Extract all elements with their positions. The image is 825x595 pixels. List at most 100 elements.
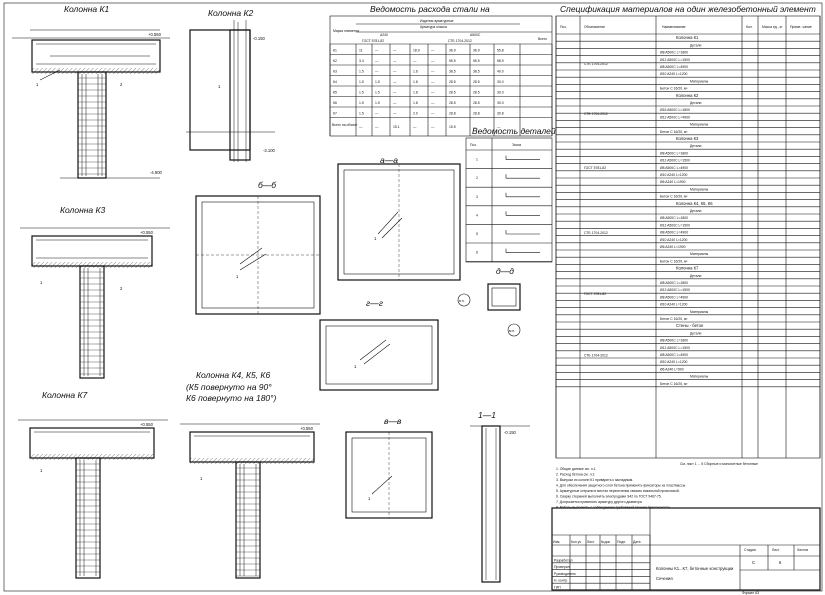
steel-col-mark: Марка элемента bbox=[333, 29, 359, 33]
spec-table-title: Спецификация материалов на один железобе… bbox=[560, 4, 816, 14]
column-k4-drawing: Колонна К4, К5, К6 (К5 повернуто на 90° … bbox=[180, 370, 320, 579]
spec-item: Ø16 A500C L=1800 bbox=[660, 108, 690, 112]
spec-group-header: Колонна К1 bbox=[676, 35, 699, 40]
spec-sub: Детали bbox=[690, 144, 701, 148]
steel-col-a240: A240 bbox=[380, 33, 388, 37]
elev-k7-top: +0.550 bbox=[140, 422, 154, 427]
steel-total-label: Всего на объект bbox=[332, 123, 358, 127]
steel-col-gost: ГОСТ 5781-82 bbox=[362, 39, 384, 43]
section-vv-lower-title: в—в bbox=[384, 416, 402, 426]
spec-item: Ø8 A500C L=1800 bbox=[660, 339, 688, 343]
column-k2-drawing: Колонна К2 -0.150 -3.100 1 bbox=[186, 8, 276, 162]
stamp-role: Руководитель bbox=[554, 572, 576, 576]
steel-cell: 1.8 bbox=[413, 101, 418, 105]
detail-pos: 3 bbox=[476, 195, 478, 199]
k4-mark-1: 1 bbox=[200, 476, 203, 481]
note-line: 6. Сварку стержней выполнять электродами… bbox=[556, 495, 662, 499]
k2-mark-1: 1 bbox=[218, 84, 221, 89]
spec-item: Ø8 A500C L=4900 bbox=[660, 353, 688, 357]
bb-mark-1: 1 bbox=[236, 274, 239, 279]
steel-col-stb: СТБ 1704-2012 bbox=[448, 39, 472, 43]
spec-item: Ø12 A500C L=4900 bbox=[660, 115, 690, 119]
steel-cell: К3 bbox=[333, 70, 337, 74]
steel-cell: — bbox=[431, 112, 435, 116]
spec-item: Ø8 A500C L=4900 bbox=[660, 65, 688, 69]
stamp-col: Дата bbox=[633, 540, 641, 544]
vv-mark-1: 1 bbox=[354, 364, 357, 369]
steel-cell: 28.8 bbox=[449, 112, 456, 116]
section-bb-drawing: б—б 1 bbox=[195, 180, 321, 315]
column-k7-drawing: Колонна К7 +0.550 1 bbox=[18, 390, 168, 579]
spec-designation: СТБ 1704-2012 bbox=[584, 353, 608, 357]
steel-cell: — bbox=[393, 91, 397, 95]
general-notes: 1. Общие данные см. л.1.2. Расход бетона… bbox=[556, 467, 686, 510]
k7-mark-1: 1 bbox=[40, 468, 43, 473]
elev-k3-top: +0.550 bbox=[140, 230, 154, 235]
steel-total-cell: 15.1 bbox=[393, 125, 400, 129]
steel-total-cell: — bbox=[359, 125, 363, 129]
steel-cell: — bbox=[431, 80, 435, 84]
stamp-role: ГИП bbox=[554, 586, 561, 590]
steel-cell: 1.5 bbox=[375, 101, 380, 105]
spec-item: Ø12 A500C L=1500 bbox=[660, 346, 690, 350]
stamp-role: Проверил bbox=[554, 565, 570, 569]
steel-cell: — bbox=[431, 101, 435, 105]
column-k1-drawing: Колонна К1 +0.550 -4.900 2 1 bbox=[12, 4, 170, 179]
detail-pos: 1 bbox=[476, 158, 478, 162]
steel-cell: 30.0 bbox=[497, 80, 504, 84]
spec-group-header: Стены - бетон bbox=[676, 323, 704, 328]
note-line: 3. Выпуски из колонн К1 приварить к закл… bbox=[556, 478, 633, 482]
vv-lower-mark-1: 1 bbox=[368, 496, 371, 501]
k7-title: Колонна К7 bbox=[42, 390, 88, 400]
k1-title: Колонна К1 bbox=[64, 4, 110, 14]
steel-cell: — bbox=[375, 70, 379, 74]
steel-cell: — bbox=[393, 101, 397, 105]
stamp-role: Разработал bbox=[554, 558, 572, 562]
steel-cell: 18.9 bbox=[413, 49, 420, 53]
spec-table: Спецификация материалов на один железобе… bbox=[555, 4, 821, 466]
detail-pos: 4 bbox=[476, 213, 478, 217]
sheet-border bbox=[3, 2, 823, 592]
stamp-stage-val: С bbox=[752, 560, 755, 565]
steel-cell: 2.0 bbox=[413, 112, 418, 116]
spec-col-designation: Обозначение bbox=[584, 25, 605, 29]
steel-cell: 1.8 bbox=[413, 80, 418, 84]
k1-mark-2: 2 bbox=[120, 82, 123, 87]
steel-cell: — bbox=[431, 70, 435, 74]
steel-cell: К5 bbox=[333, 91, 337, 95]
steel-total-cell: 15.5 bbox=[449, 125, 456, 129]
spec-col-name: Наименование bbox=[662, 25, 686, 29]
spec-mat: Материалы bbox=[690, 310, 709, 314]
note-line: 1. Общие данные см. л.1. bbox=[556, 467, 596, 471]
steel-cell: — bbox=[393, 112, 397, 116]
spec-concrete: Бетон С 16/20, м³ bbox=[660, 317, 688, 321]
section-dd-title: д—д bbox=[496, 266, 514, 276]
k2-title: Колонна К2 bbox=[208, 8, 254, 18]
detail-col-sketch: Эскиз bbox=[512, 143, 522, 147]
steel-total-cell: — bbox=[431, 125, 435, 129]
steel-cell: 1.8 bbox=[413, 91, 418, 95]
stamp-col-sheet: Лист bbox=[772, 548, 780, 552]
elev-k1-bot: -4.900 bbox=[150, 170, 163, 175]
steel-cell: — bbox=[393, 70, 397, 74]
spec-item: Ø12 A500C L=1500 bbox=[660, 58, 690, 62]
spec-col-pos: Поз. bbox=[560, 25, 567, 29]
aa-mark-1: 1 bbox=[374, 236, 377, 241]
steel-cell: 11 bbox=[359, 49, 363, 53]
note-line: 4. Для обеспечения защитного слоя бетона… bbox=[556, 484, 686, 488]
stamp-col: Кол.уч bbox=[571, 540, 581, 544]
steel-cell: 1.5 bbox=[359, 91, 364, 95]
spec-item: Ø8 A500C L=4900 bbox=[660, 295, 688, 299]
steel-cell: — bbox=[375, 59, 379, 63]
spec-sub: Детали bbox=[690, 209, 701, 213]
section-bb-title: б—б bbox=[258, 180, 277, 190]
spec-group-header: Колонна К7 bbox=[676, 266, 699, 271]
section-vv-title: г—г bbox=[366, 298, 383, 308]
steel-cell: — bbox=[431, 91, 435, 95]
detail-table-title: Ведомость деталей bbox=[472, 126, 556, 136]
section-11-drawing: 1—1 -0.150 bbox=[470, 410, 530, 583]
spec-concrete: Бетон С 16/20, м³ bbox=[660, 130, 688, 134]
spec-mat: Материалы bbox=[690, 375, 709, 379]
steel-cell: — bbox=[431, 59, 435, 63]
